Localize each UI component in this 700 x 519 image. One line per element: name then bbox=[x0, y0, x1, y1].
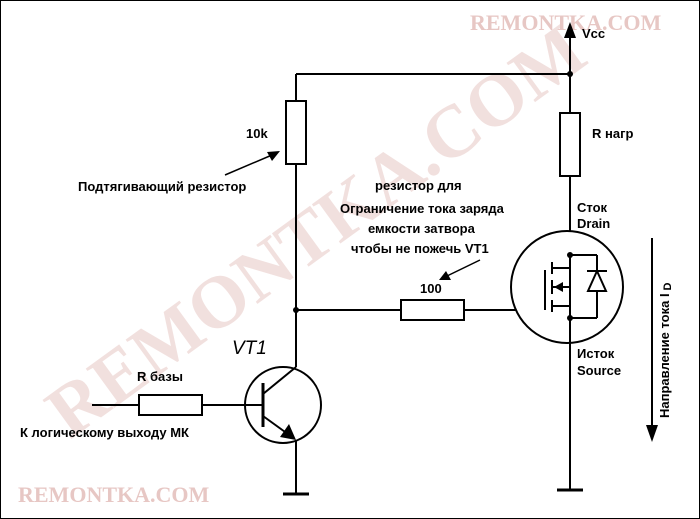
pullup-pointer bbox=[224, 154, 273, 176]
junction-vcc bbox=[567, 71, 573, 77]
gate-note-line4: чтобы не пожечь VT1 bbox=[351, 241, 489, 256]
load-resistor bbox=[559, 112, 581, 177]
gate-note-pointer-head bbox=[439, 271, 451, 280]
watermark-top-right: REMONTKA.COM bbox=[470, 10, 662, 35]
gate-note-line1: резистор для bbox=[375, 178, 462, 193]
source-label-ru: Исток bbox=[577, 346, 615, 361]
gate-note-line3: емкости затвора bbox=[368, 221, 476, 236]
drain-label-ru: Сток bbox=[577, 200, 608, 215]
pullup-pointer-head bbox=[267, 151, 280, 161]
drain-label-en: Drain bbox=[577, 216, 610, 231]
pullup-resistor bbox=[285, 100, 307, 165]
vcc-label: Vcc bbox=[582, 26, 605, 41]
gate-resistor-value: 100 bbox=[420, 281, 442, 296]
watermark-bottom-left: REMONTKA.COM bbox=[18, 482, 210, 507]
gate-resistor bbox=[400, 299, 465, 321]
pullup-caption: Подтягивающий резистор bbox=[78, 179, 246, 194]
vt1-emitter-arrow bbox=[280, 424, 296, 440]
body-diode bbox=[586, 268, 608, 292]
logic-input-label: К логическому выходу МК bbox=[20, 425, 189, 440]
pullup-value-label: 10k bbox=[246, 126, 268, 141]
gate-note-line2: Ограничение тока заряда bbox=[340, 201, 505, 216]
base-resistor bbox=[138, 394, 203, 416]
current-arrow-head bbox=[646, 425, 658, 442]
vt1-collector bbox=[262, 366, 297, 395]
vt1-label: VT1 bbox=[232, 338, 267, 359]
load-resistor-label: R нагр bbox=[592, 126, 633, 141]
vcc-arrow bbox=[564, 22, 576, 38]
source-label-en: Source bbox=[577, 363, 621, 378]
mosfet-arrow bbox=[554, 282, 563, 292]
gate-note-pointer bbox=[446, 259, 481, 277]
base-resistor-label: R базы bbox=[137, 369, 183, 384]
current-direction-label: Направление тока ID bbox=[657, 282, 674, 418]
